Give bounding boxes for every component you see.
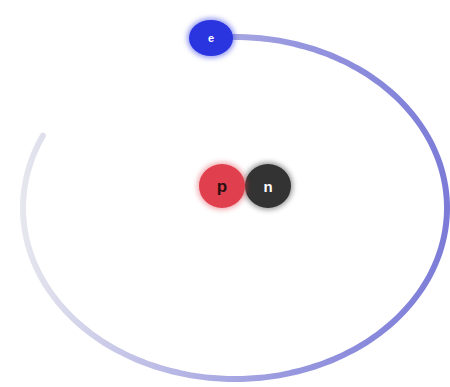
neutron-circle: n — [245, 164, 291, 208]
particle-label: e — [208, 33, 214, 44]
particle-label: n — [263, 179, 272, 194]
orbit-path — [23, 37, 447, 379]
proton-circle: p — [199, 164, 245, 208]
particle-label: p — [217, 178, 227, 195]
electron-circle: e — [189, 20, 233, 56]
